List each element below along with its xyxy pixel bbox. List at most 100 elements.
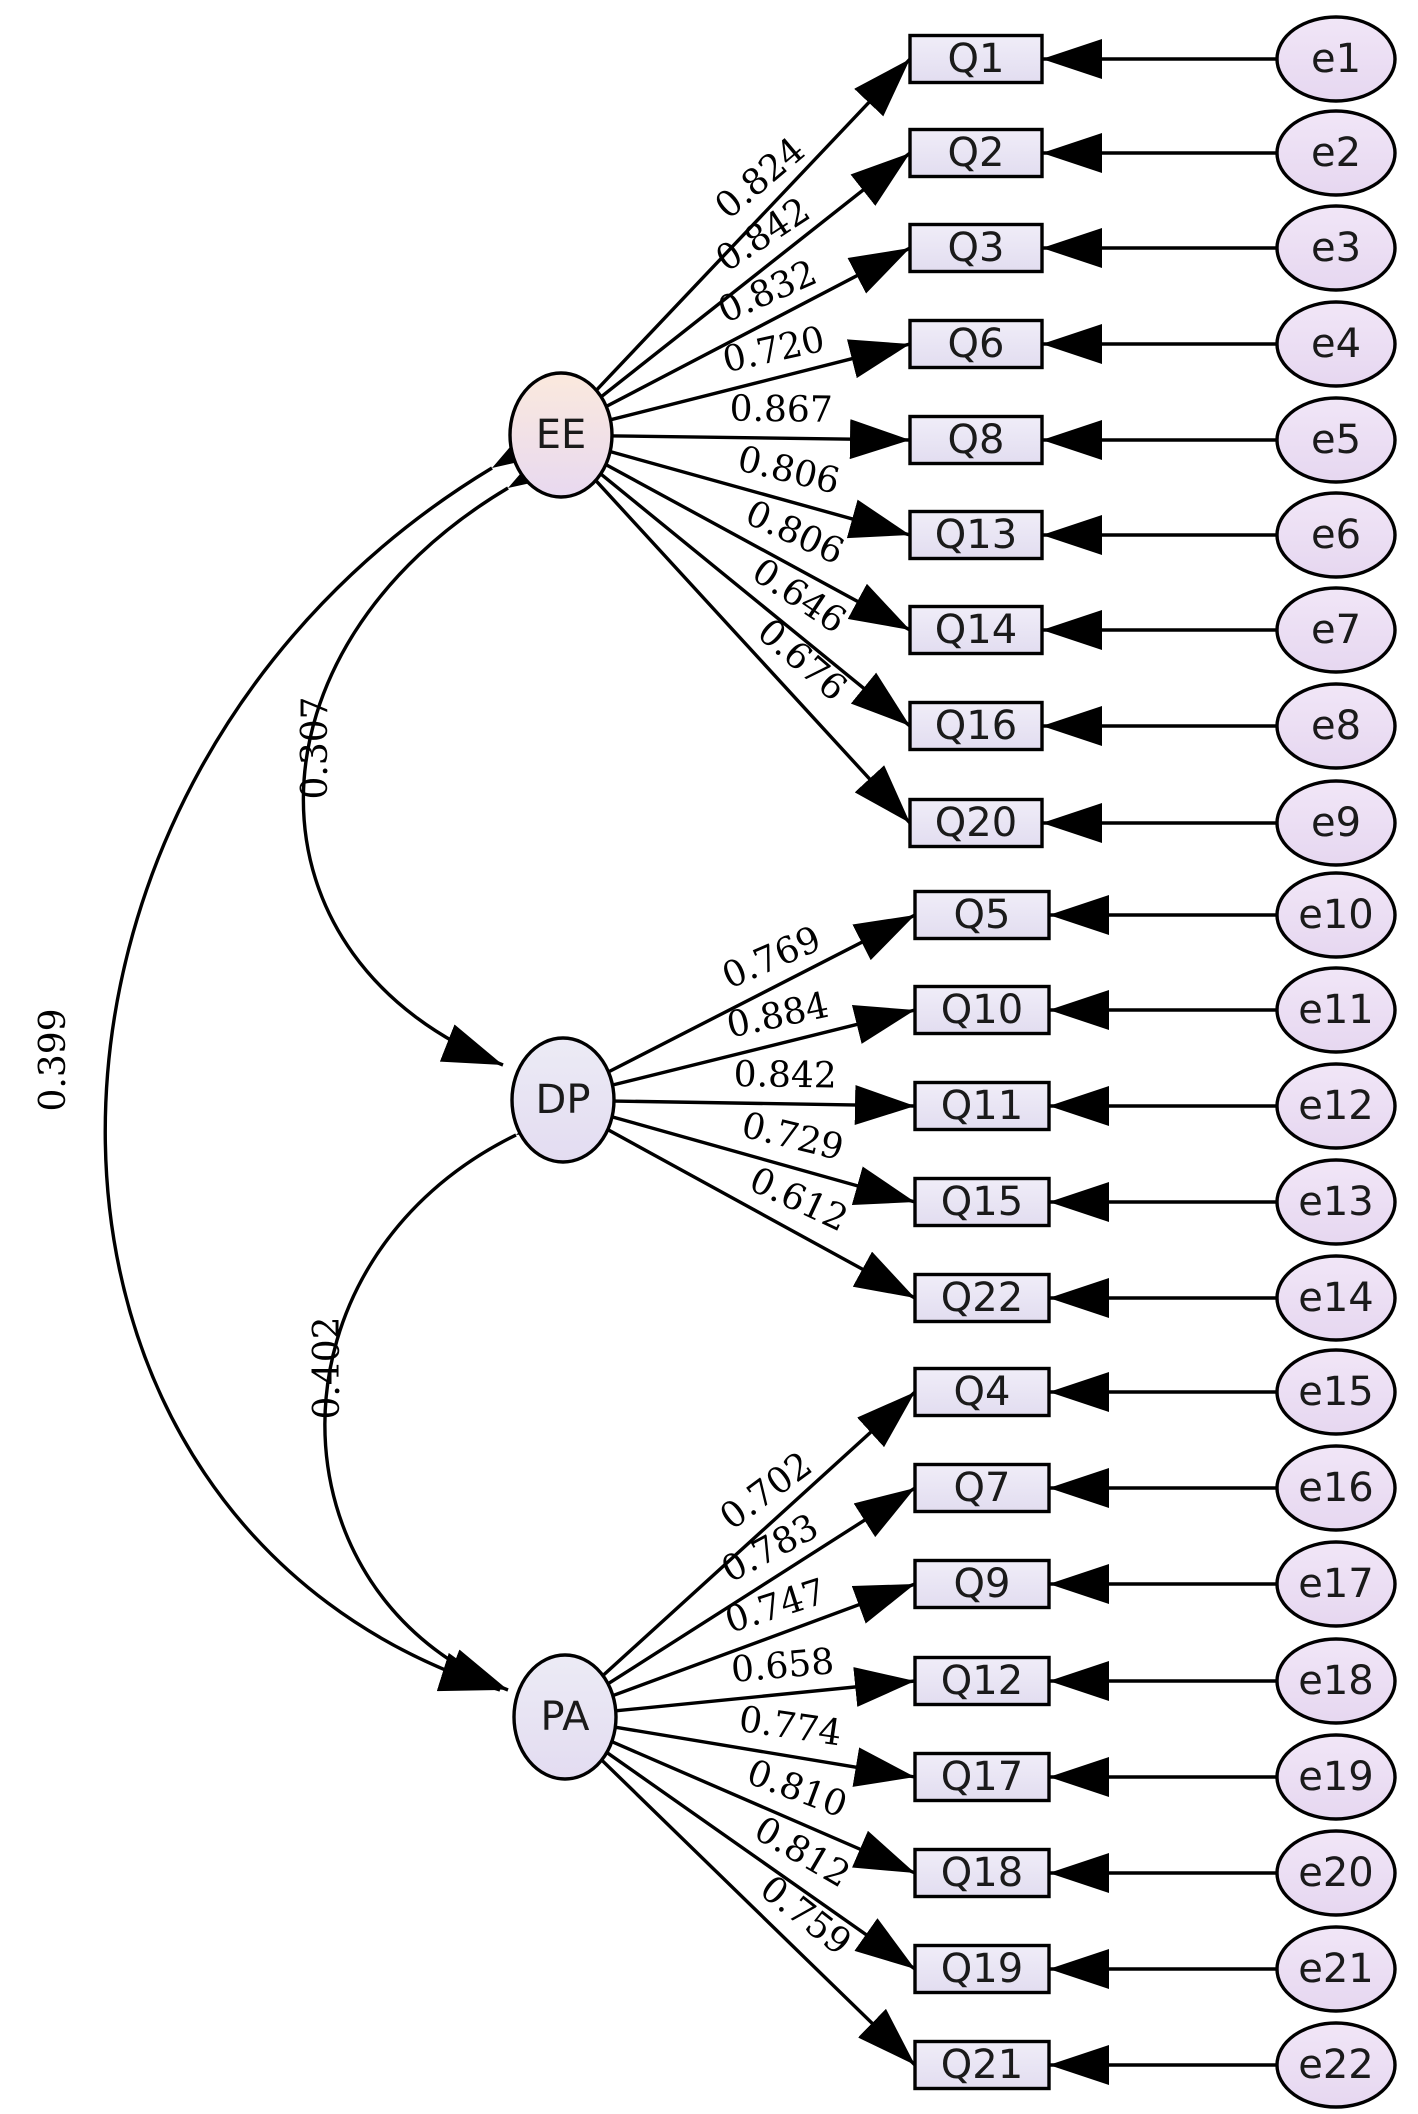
error-node-e5 <box>1275 396 1397 484</box>
indicator-box-q21 <box>913 2039 1051 2091</box>
covariance-arc-ee-pa <box>103 419 554 1692</box>
loading-path-q10 <box>604 1005 916 1089</box>
factor-label-dp: DP <box>536 1077 591 1123</box>
error-node-e17 <box>1275 1540 1397 1628</box>
loading-path-q1 <box>589 57 912 398</box>
loading-path-q6 <box>602 339 911 424</box>
indicator-box-q13 <box>908 509 1044 561</box>
error-label-e14: e14 <box>1298 1275 1374 1321</box>
loading-path-q18 <box>603 1736 916 1875</box>
indicator-label-q21: Q21 <box>941 2042 1023 2088</box>
error-label-e5: e5 <box>1311 417 1361 463</box>
error-label-e1: e1 <box>1311 36 1361 82</box>
loading-label-q15: 0.729 <box>738 1105 848 1169</box>
error-label-e8: e8 <box>1311 703 1361 749</box>
error-label-e17: e17 <box>1298 1561 1374 1607</box>
indicator-box-q18 <box>913 1847 1051 1899</box>
error-node-e9 <box>1275 779 1397 867</box>
covariance-label: 0.399 <box>33 1008 74 1111</box>
error-node-e19 <box>1275 1733 1397 1821</box>
loading-path-q14 <box>597 459 911 632</box>
indicator-box-q15 <box>913 1176 1051 1228</box>
indicator-label-q14: Q14 <box>935 607 1017 653</box>
node-layer <box>508 15 1397 2109</box>
indicator-box-q10 <box>913 984 1051 1036</box>
indicator-label-q18: Q18 <box>941 1850 1023 1896</box>
error-label-e19: e19 <box>1298 1754 1374 1800</box>
error-node-e13 <box>1275 1158 1397 1246</box>
indicator-label-q3: Q3 <box>948 225 1005 271</box>
indicator-box-q22 <box>913 1272 1051 1324</box>
error-node-e6 <box>1275 491 1397 579</box>
error-node-e20 <box>1275 1829 1397 1917</box>
error-label-e12: e12 <box>1298 1083 1374 1129</box>
error-node-e2 <box>1275 109 1397 197</box>
indicator-box-q8 <box>908 414 1044 466</box>
loading-label-q22: 0.612 <box>743 1159 854 1240</box>
indicator-label-q5: Q5 <box>954 892 1011 938</box>
error-node-e12 <box>1275 1062 1397 1150</box>
loading-path-q22 <box>599 1124 916 1300</box>
loading-path-q8 <box>604 419 911 460</box>
covariance-arc-dp-pa <box>323 1090 579 1692</box>
loading-path-q12 <box>607 1667 916 1714</box>
error-label-e13: e13 <box>1298 1179 1374 1225</box>
indicator-box-q1 <box>908 33 1044 85</box>
error-node-e4 <box>1275 300 1397 388</box>
error-node-e18 <box>1275 1637 1397 1725</box>
loading-path-q17 <box>607 1724 916 1787</box>
indicator-box-q9 <box>913 1558 1051 1610</box>
error-node-e1 <box>1275 15 1397 103</box>
indicator-box-q16 <box>908 700 1044 752</box>
error-node-e16 <box>1275 1444 1397 1532</box>
error-node-e22 <box>1275 2021 1397 2109</box>
error-label-e2: e2 <box>1311 130 1361 176</box>
indicator-label-q16: Q16 <box>935 703 1017 749</box>
error-node-e3 <box>1275 204 1397 292</box>
error-label-e4: e4 <box>1311 321 1361 367</box>
factor-node-pa <box>512 1653 618 1781</box>
indicator-label-q7: Q7 <box>954 1465 1011 1511</box>
error-node-e15 <box>1275 1348 1397 1436</box>
factor-node-ee <box>508 371 614 499</box>
loading-path-q2 <box>593 151 912 404</box>
error-label-e6: e6 <box>1311 512 1361 558</box>
loading-path-q20 <box>588 473 912 825</box>
indicator-box-q11 <box>913 1080 1051 1132</box>
error-node-e11 <box>1275 966 1397 1054</box>
error-label-e18: e18 <box>1298 1658 1374 1704</box>
indicator-label-q2: Q2 <box>948 130 1005 176</box>
loading-label-q13: 0.806 <box>734 439 844 503</box>
loading-path-q7 <box>600 1486 916 1690</box>
indicator-box-q3 <box>908 222 1044 274</box>
indicator-label-q19: Q19 <box>941 1946 1023 1992</box>
indicator-label-q12: Q12 <box>941 1658 1023 1704</box>
error-node-e8 <box>1275 682 1397 770</box>
loading-label-q19: 0.812 <box>747 1809 857 1897</box>
indicator-label-q6: Q6 <box>948 321 1005 367</box>
indicator-label-q11: Q11 <box>941 1083 1023 1129</box>
loading-path-q3 <box>598 246 911 412</box>
indicator-label-q20: Q20 <box>935 800 1017 846</box>
loading-path-q16 <box>593 467 912 728</box>
error-label-e9: e9 <box>1311 800 1361 846</box>
indicator-box-q7 <box>913 1462 1051 1514</box>
indicator-box-q17 <box>913 1751 1051 1803</box>
error-node-e10 <box>1275 871 1397 959</box>
loading-path-q13 <box>602 447 911 539</box>
loading-label-q14: 0.806 <box>739 493 850 573</box>
indicator-box-q6 <box>908 318 1044 370</box>
factor-label-pa: PA <box>541 1694 591 1740</box>
loading-path-q4 <box>595 1390 917 1683</box>
indicator-box-q2 <box>908 127 1044 179</box>
indicator-box-q4 <box>913 1366 1051 1418</box>
error-label-e7: e7 <box>1311 607 1361 653</box>
indicator-label-q9: Q9 <box>954 1561 1011 1607</box>
covariance-arc-ee-dp <box>301 440 570 1067</box>
indicator-label-q22: Q22 <box>941 1275 1023 1321</box>
indicator-label-q17: Q17 <box>941 1754 1023 1800</box>
indicator-label-q15: Q15 <box>941 1179 1023 1225</box>
indicator-label-q13: Q13 <box>935 512 1017 558</box>
error-label-e11: e11 <box>1298 987 1374 1033</box>
